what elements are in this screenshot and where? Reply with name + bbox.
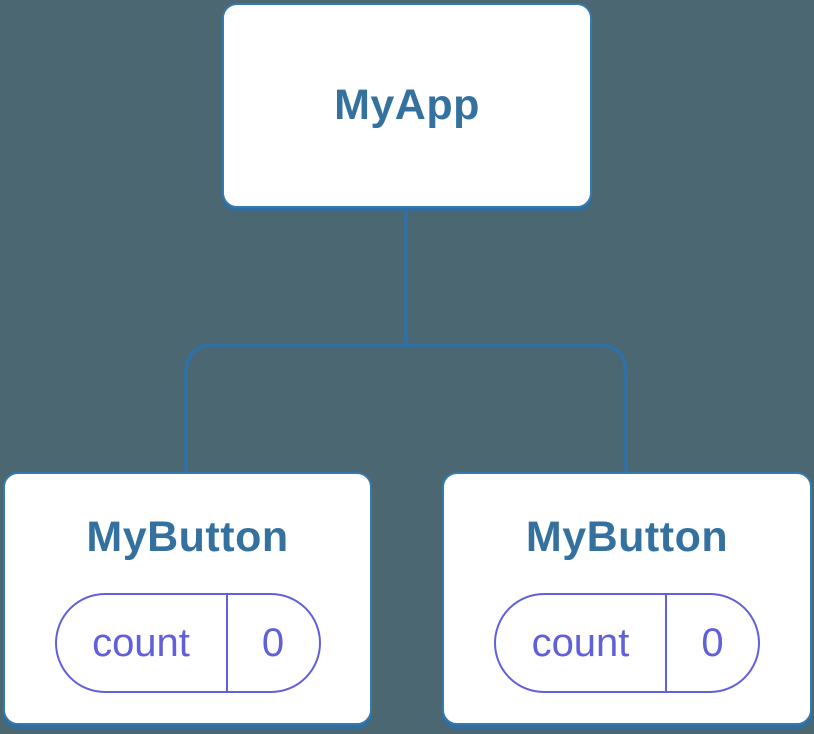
state-key-left: count <box>92 620 190 665</box>
state-value-right: 0 <box>665 595 758 692</box>
state-key-right: count <box>531 620 630 665</box>
tree-node-mybutton-left: MyButton count 0 <box>3 472 372 725</box>
node-label-mybutton-right: MyButton <box>525 512 729 561</box>
state-value-left: 0 <box>225 595 319 692</box>
node-label-mybutton-left: MyButton <box>86 512 289 561</box>
node-label-myapp: MyApp <box>334 80 480 129</box>
tree-node-myapp: MyApp <box>222 3 592 208</box>
state-pill-right: count 0 <box>494 593 760 694</box>
tree-node-mybutton-right: MyButton count 0 <box>442 472 812 725</box>
state-pill-left: count 0 <box>54 593 321 694</box>
connector-branch <box>184 343 628 478</box>
